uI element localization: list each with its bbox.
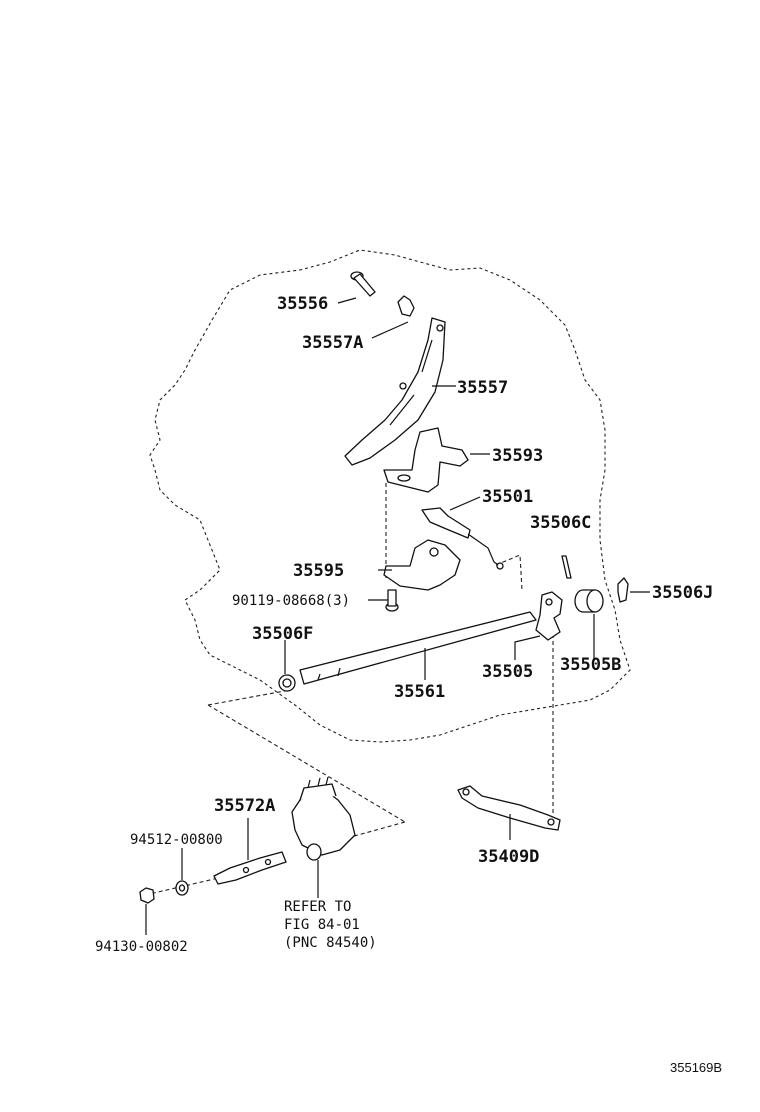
label-35557A: 35557A [302,333,363,353]
label-35506F: 35506F [252,624,313,644]
label-35556: 35556 [277,294,328,314]
bushing-icon [574,589,604,613]
label-35561: 35561 [394,682,445,702]
alignment-line-washer [144,864,276,896]
nut-icon [139,887,155,904]
reference-line-2: FIG 84-01 [284,917,360,933]
shift-cable-icon [421,507,504,570]
washer-icon [175,880,189,896]
transmission-case-outline [149,249,631,743]
label-35505B: 35505B [560,655,621,675]
label-35506J: 35506J [652,583,713,603]
selector-shaft-icon [299,611,537,685]
leader-35556 [337,297,357,304]
shift-lever-icon [535,591,563,641]
lever-arm-icon [457,785,561,831]
linkage-assembly-icon [213,776,356,885]
shift-bracket-icon [344,317,446,466]
label-35506C: 35506C [530,513,591,533]
mount-bracket-icon [383,539,461,591]
label-35501: 35501 [482,487,533,507]
label-35595: 35595 [293,561,344,581]
label-35409D: 35409D [478,847,539,867]
label-35572A: 35572A [214,796,275,816]
label-94130: 94130-00802 [95,939,188,955]
label-94512: 94512-00800 [130,832,223,848]
label-35557: 35557 [457,378,508,398]
figure-number: 355169B [670,1060,722,1075]
clip-icon [397,295,415,317]
reference-line-1: REFER TO [284,899,351,915]
leader-35505 [514,635,541,660]
cable-bracket-icon [383,427,469,493]
label-90119: 90119-08668(3) [232,593,350,609]
retaining-clip-icon [617,577,629,603]
label-35505: 35505 [482,662,533,682]
leader-35501 [449,496,481,511]
pin-icon [561,555,572,579]
reference-line-3: (PNC 84540) [284,935,377,951]
bolt-icon [350,271,376,297]
label-35593: 35593 [492,446,543,466]
oil-seal-icon [278,674,296,692]
alignment-line-cable [495,554,523,591]
small-bolt-icon [385,589,399,612]
leader-35557A [371,321,409,339]
